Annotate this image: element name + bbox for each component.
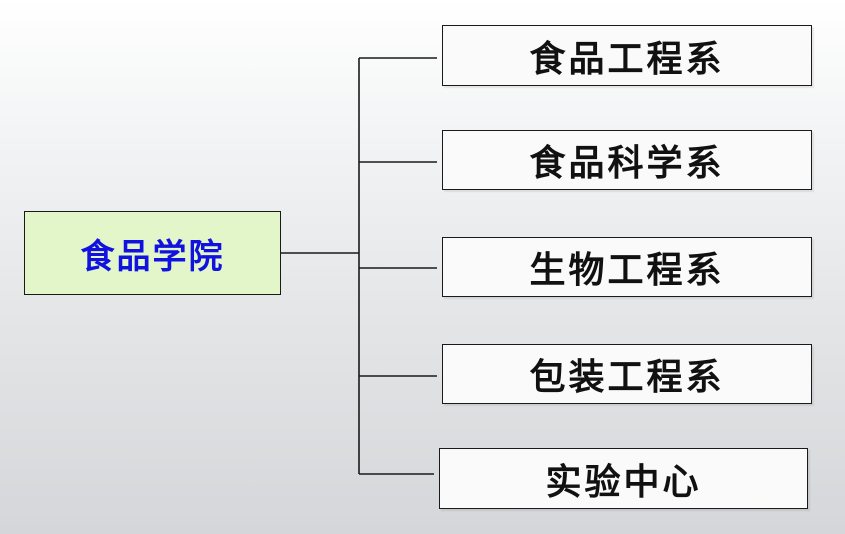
root-node-label: 食品学院 xyxy=(80,236,225,277)
child-node-1: 食品工程系 xyxy=(442,25,812,86)
child-node-3: 生物工程系 xyxy=(442,237,812,297)
child-node-2: 食品科学系 xyxy=(442,130,812,190)
child-node-label: 实验中心 xyxy=(545,461,702,503)
child-node-label: 食品工程系 xyxy=(529,38,725,80)
child-node-label: 生物工程系 xyxy=(529,250,725,291)
child-node-label: 食品科学系 xyxy=(529,143,725,184)
root-node: 食品学院 xyxy=(24,211,281,295)
child-node-4: 包装工程系 xyxy=(442,344,812,404)
child-node-5: 实验中心 xyxy=(439,448,808,509)
child-node-label: 包装工程系 xyxy=(529,357,725,398)
